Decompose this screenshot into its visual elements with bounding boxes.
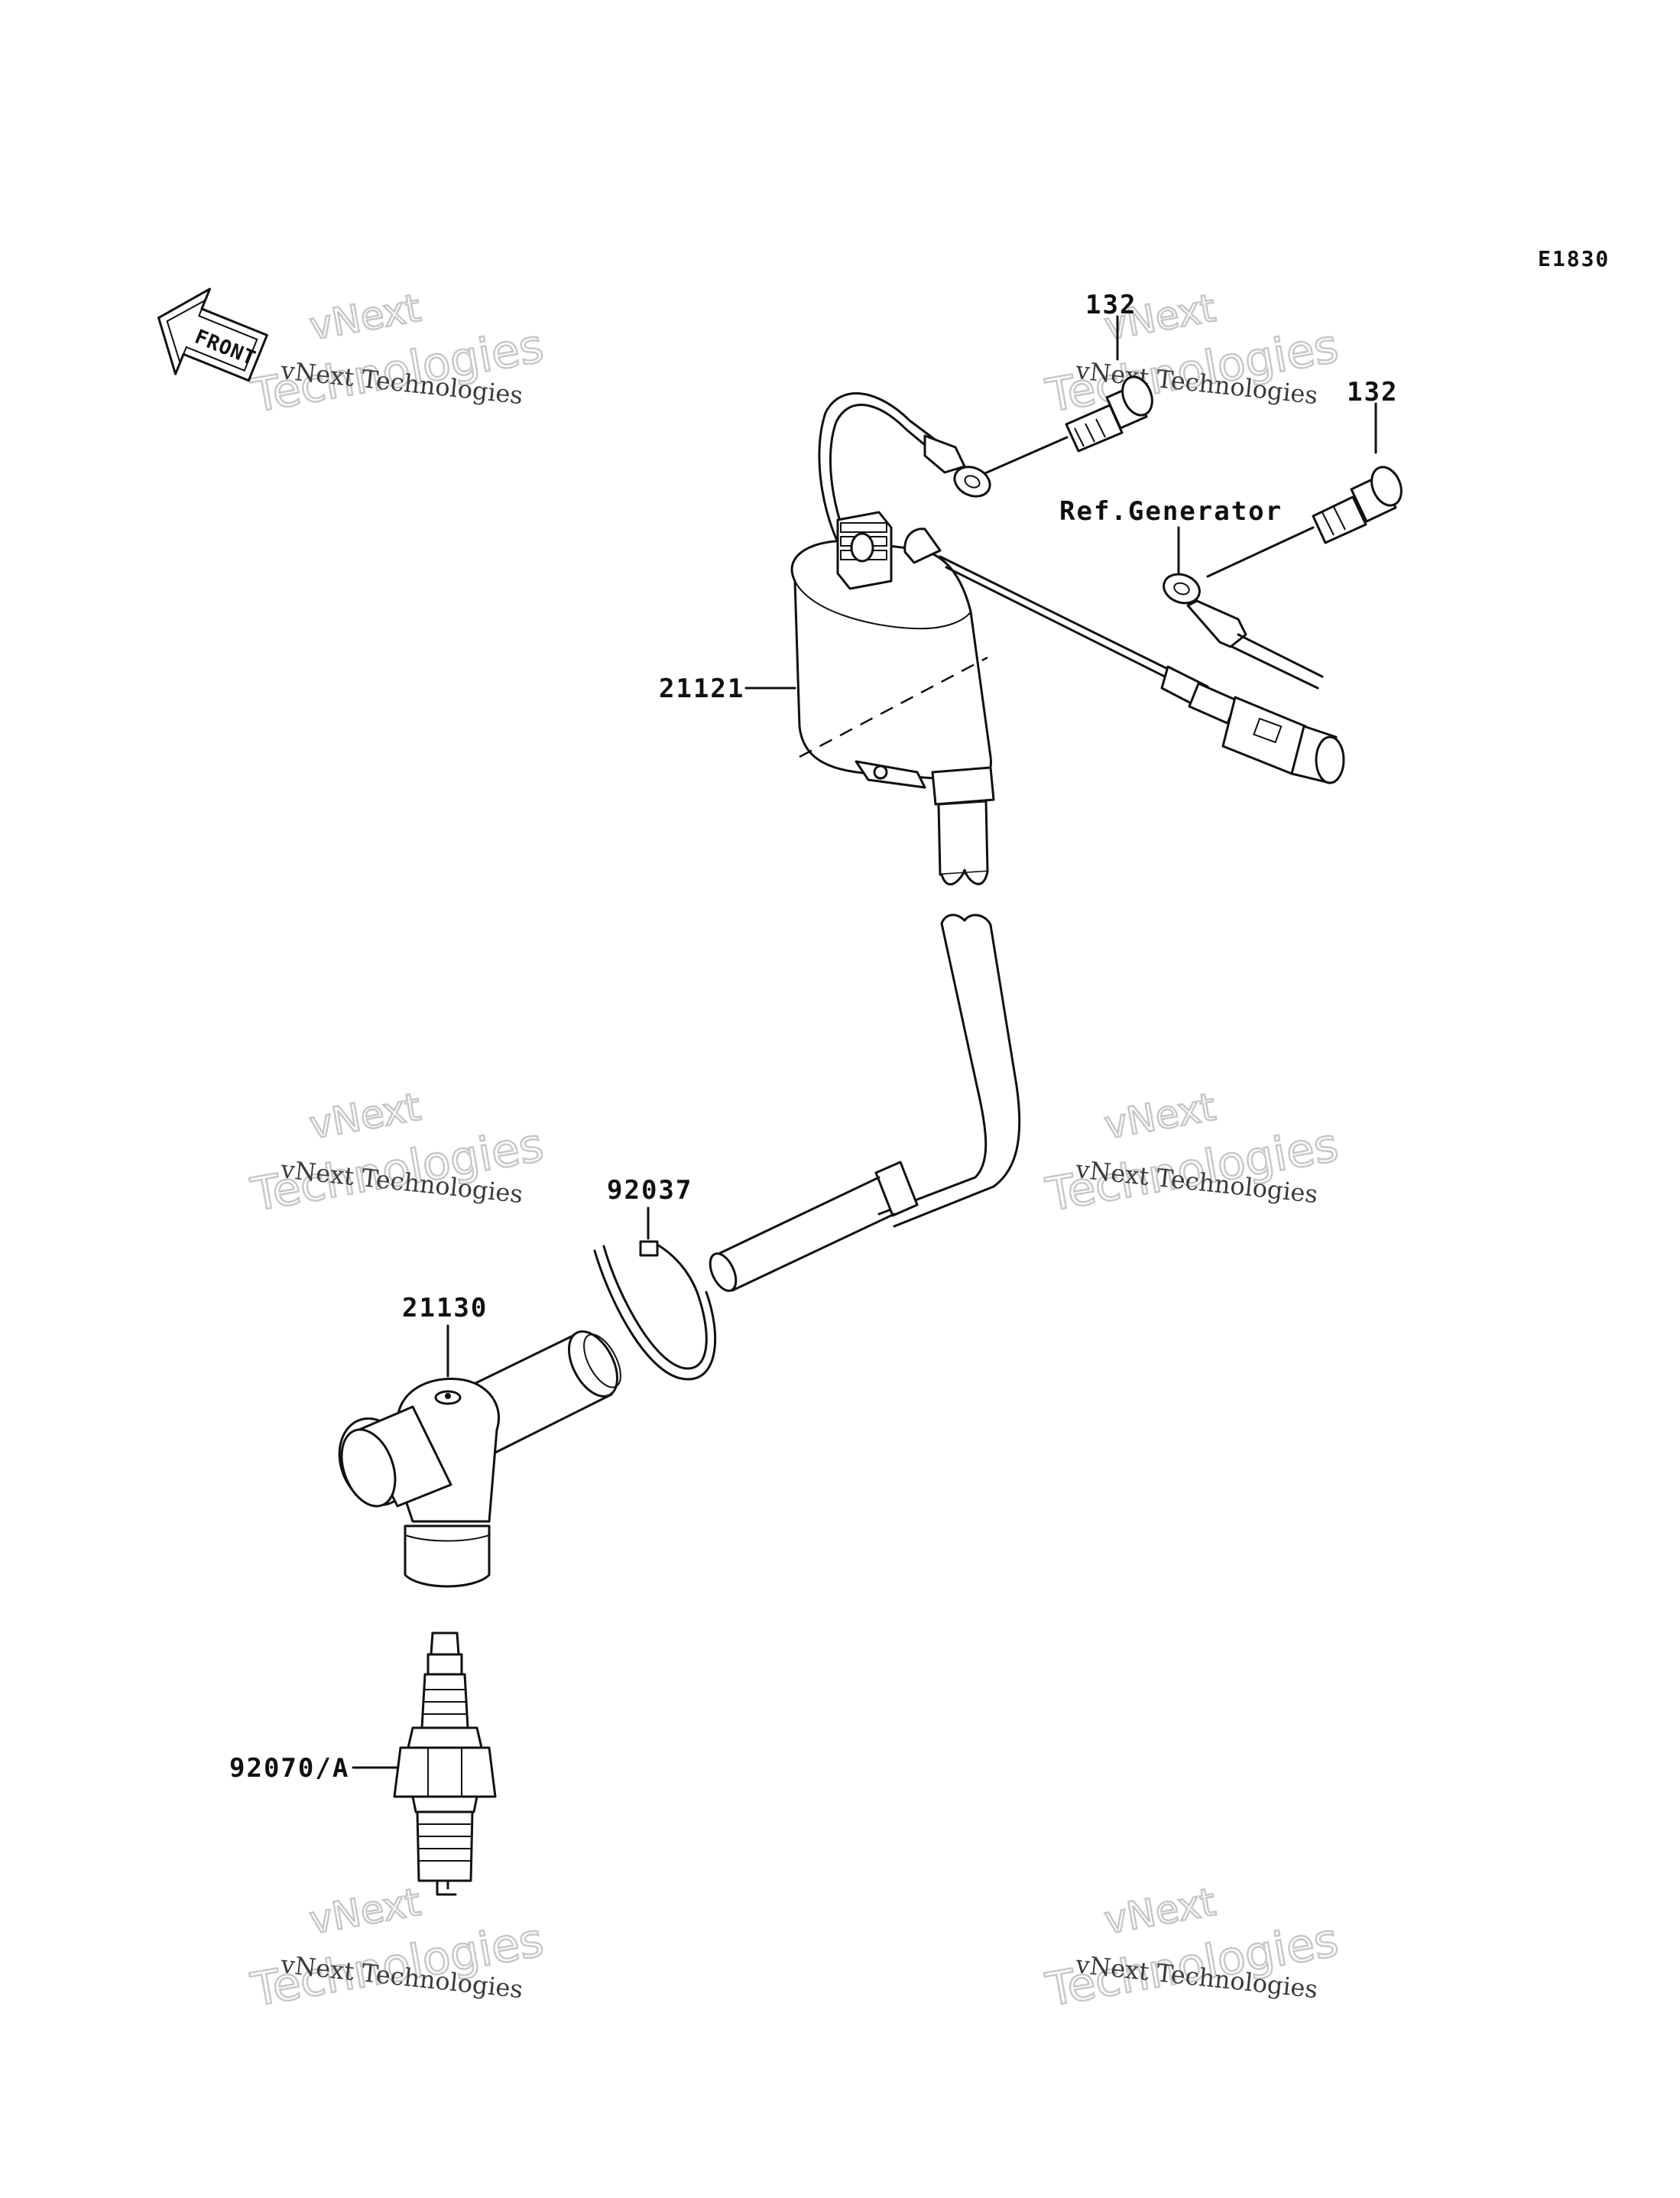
watermark-large-top: vNext <box>306 286 424 349</box>
watermark-large-top: vNext <box>306 1880 424 1943</box>
bolt-upper-label: 132 <box>1085 290 1137 320</box>
diagram-code: E1830 <box>1538 246 1610 271</box>
bolt-right-label: 132 <box>1347 377 1398 407</box>
ignition-coil-label: 21121 <box>659 674 744 704</box>
plug-cap-label: 21130 <box>402 1293 488 1323</box>
clamp-label: 92037 <box>607 1175 692 1206</box>
front-arrow-icon: FRONT <box>157 287 268 382</box>
ref-generator-label: Ref.Generator <box>1059 496 1283 527</box>
generator-lead-icon <box>1163 573 1324 690</box>
plug-cap-icon <box>338 1330 621 1588</box>
watermark-large-top: vNext <box>1101 1880 1219 1943</box>
ignition-coil-icon <box>790 392 1345 886</box>
spark-plug-label: 92070/A <box>229 1753 349 1784</box>
ht-lead-icon <box>709 914 1021 1292</box>
bolt-right-icon <box>1312 402 1403 544</box>
watermark-large-top: vNext <box>1101 1085 1219 1148</box>
bolt-upper-icon <box>1065 315 1153 453</box>
clamp-icon <box>593 1240 717 1381</box>
spark-plug-icon <box>393 1631 497 1896</box>
watermark-large-top: vNext <box>306 1085 424 1148</box>
